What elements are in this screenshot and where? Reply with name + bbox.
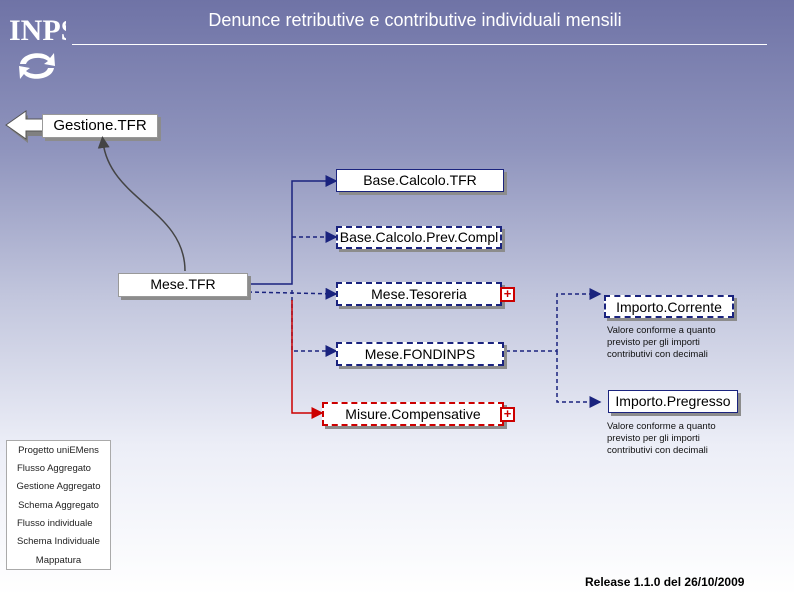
- menu-item-schema-aggregato[interactable]: Schema Aggregato: [18, 500, 99, 511]
- node-importo-corrente[interactable]: Importo.Corrente: [604, 295, 734, 318]
- menu-item-progetto-uniemens[interactable]: Progetto uniEMens: [18, 445, 99, 456]
- branch-mese-fondinps: [291, 290, 338, 357]
- expand-misure-compensative-icon[interactable]: +: [500, 407, 515, 422]
- branch-base-calcolo-tfr: [248, 175, 338, 285]
- title-divider: [72, 44, 767, 45]
- menu-item-gestione-aggregato[interactable]: Gestione Aggregato: [16, 481, 101, 492]
- note-importo-pregresso: Valore conforme a quanto previsto per gl…: [607, 421, 716, 456]
- menu-item-flusso-individuale[interactable]: Flusso individuale: [17, 518, 93, 529]
- expand-mese-tesoreria-icon[interactable]: +: [500, 287, 515, 302]
- node-base-calcolo-tfr[interactable]: Base.Calcolo.TFR: [336, 169, 504, 192]
- menu-item-flusso-aggregato[interactable]: Flusso Aggregato: [17, 463, 91, 474]
- inps-logo: INPS: [9, 14, 66, 79]
- node-mese-fondinps[interactable]: Mese.FONDINPS: [336, 342, 504, 366]
- node-mese-tfr[interactable]: Mese.TFR: [118, 273, 248, 297]
- link-to-importo-pregresso: [556, 351, 602, 408]
- curve-to-gestione-tfr: [97, 136, 186, 272]
- node-mese-tesoreria[interactable]: Mese.Tesoreria: [336, 282, 502, 306]
- logo-text: INPS: [9, 14, 66, 47]
- node-misure-compensative[interactable]: Misure.Compensative: [322, 402, 504, 426]
- node-base-calcolo-prev-compl[interactable]: Base.Calcolo.Prev.Compl: [336, 226, 502, 249]
- menu-item-schema-individuale[interactable]: Schema Individuale: [17, 536, 100, 547]
- link-to-importo-corrente: [506, 288, 602, 352]
- page-title: Denunce retributive e contributive indiv…: [208, 10, 622, 30]
- branch-misure-compensative: [291, 300, 324, 419]
- node-importo-pregresso[interactable]: Importo.Pregresso: [608, 390, 738, 413]
- note-importo-corrente: Valore conforme a quanto previsto per gl…: [607, 325, 716, 360]
- menu-item-mappatura[interactable]: Mappatura: [35, 555, 82, 566]
- release-info: Release 1.1.0 del 26/10/2009: [585, 575, 745, 589]
- back-node-gestione-tfr[interactable]: Gestione.TFR: [42, 114, 158, 138]
- nav-menu: Progetto uniEMens Flusso Aggregato Gesti…: [6, 440, 111, 570]
